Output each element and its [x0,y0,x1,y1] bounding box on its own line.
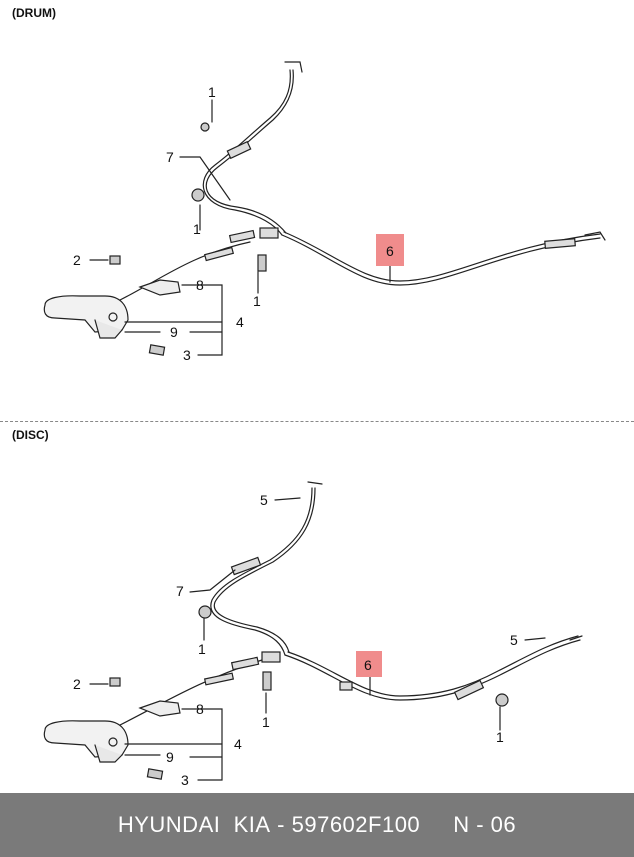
front-cable [119,241,251,301]
section-divider [0,421,634,422]
footer-separator: - [270,812,292,837]
callout-1: 1 [253,293,261,309]
callout-9: 9 [170,324,178,340]
disc-parking-brake-diagram: 5 7 1 2 8 4 9 3 1 6 5 1 [43,481,583,788]
callout-4: 4 [236,314,244,330]
highlight-box-6 [376,234,404,266]
callout-1: 1 [208,84,216,100]
part-number: 597602F100 [291,812,421,837]
right-rear-cable [281,234,601,286]
callout-3: 3 [183,347,191,363]
callout-7: 7 [176,583,184,599]
disc-section-label: (DISC) [12,428,49,442]
callout-8: 8 [196,701,204,717]
callout-1: 1 [193,221,201,237]
footer-gap [420,812,453,838]
callout-1: 1 [496,729,504,745]
brand-name: HYUNDAI KIA [117,812,271,837]
left-rear-cable [202,69,291,236]
front-cable [119,659,263,726]
callout-5: 5 [510,632,518,648]
callout-9: 9 [166,749,174,765]
callout-1: 1 [262,714,270,730]
callout-2: 2 [73,676,81,692]
page-code: N - 06 [453,812,517,837]
right-rear-cable [284,639,581,701]
callout-7: 7 [166,149,174,165]
callout-6: 6 [386,243,394,259]
callout-4: 4 [234,736,242,752]
left-rear-cable [210,487,313,656]
callout-1: 1 [198,641,206,657]
drum-parking-brake-diagram: 1 7 1 2 8 4 9 3 1 6 [43,61,606,363]
callout-3: 3 [181,772,189,788]
callout-6: 6 [364,657,372,673]
callout-2: 2 [73,252,81,268]
callout-5: 5 [260,492,268,508]
drum-section-label: (DRUM) [12,6,56,20]
callout-8: 8 [196,277,204,293]
part-footer: HYUNDAI KIA - 597602F100 N - 06 [0,793,634,857]
highlight-box-6 [356,651,382,677]
